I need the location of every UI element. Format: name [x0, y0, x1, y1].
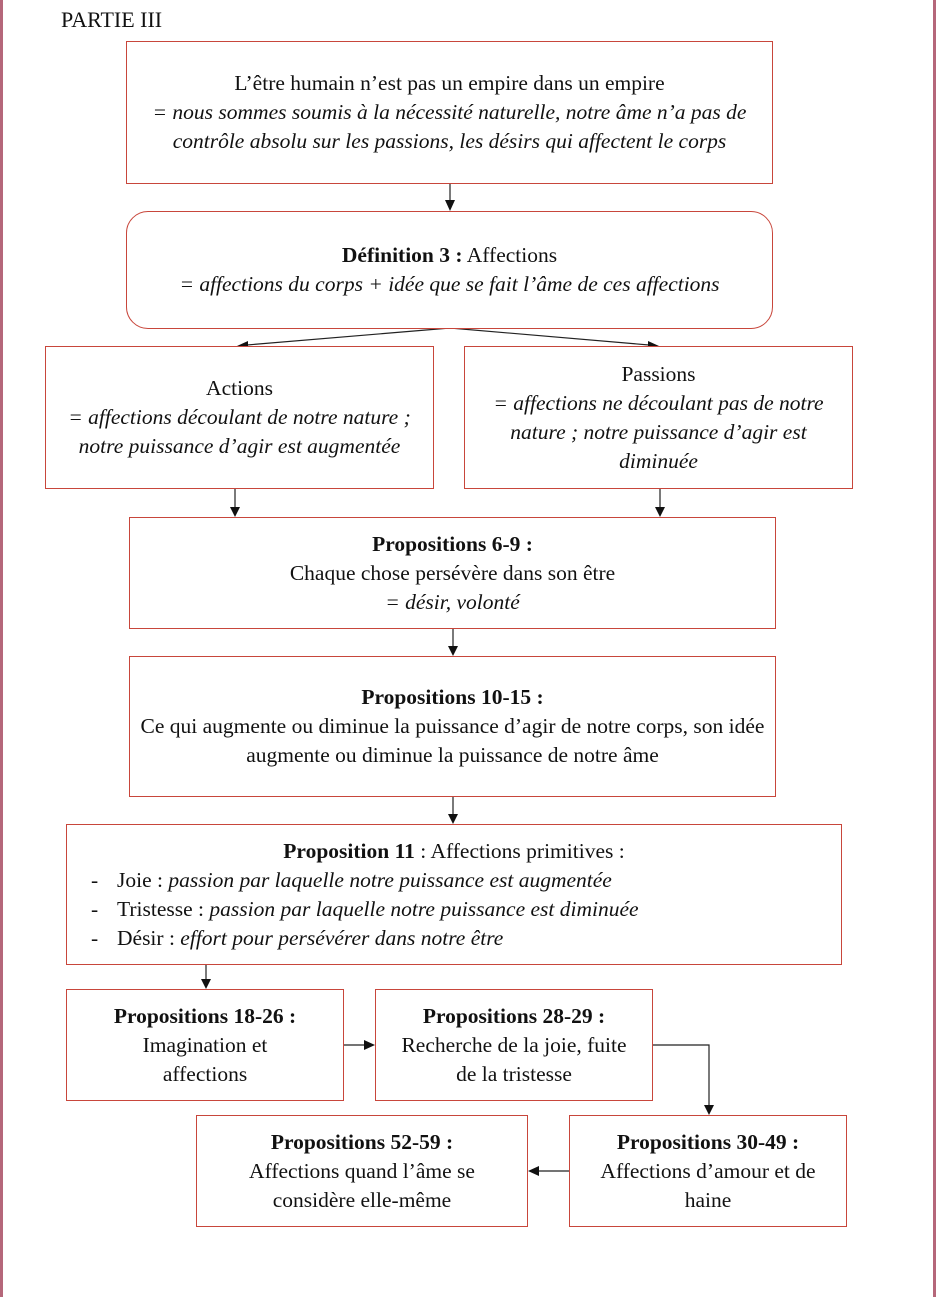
arrow-def3-to-actions: [246, 327, 451, 346]
box-propositions-30-49: Propositions 30-49 : Affections d’amour …: [569, 1115, 847, 1227]
arrowhead: [655, 507, 665, 517]
prop28-title: Propositions 28-29 :: [422, 1003, 606, 1028]
prop6-line1: Chaque chose persévère dans son être: [289, 560, 616, 585]
arrowhead: [230, 507, 240, 517]
def3-body: = affections du corps + idée que se fait…: [179, 272, 720, 296]
arrowhead: [448, 814, 458, 824]
item-label: Joie :: [117, 867, 169, 892]
box-propositions-6-9: Propositions 6-9 : Chaque chose persévèr…: [129, 517, 776, 629]
prop30-title: Propositions 30-49 :: [616, 1129, 800, 1154]
arrowhead: [704, 1105, 714, 1115]
passions-body: = affections ne découlant pas de notre n…: [493, 390, 824, 473]
arrowhead: [528, 1166, 539, 1176]
prop10-body: Ce qui augmente ou diminue la puissance …: [140, 714, 765, 767]
list-item: -Tristesse : passion par laquelle notre …: [91, 896, 639, 921]
item-desc: passion par laquelle notre puissance est…: [209, 896, 639, 921]
box-propositions-28-29: Propositions 28-29 : Recherche de la joi…: [375, 989, 653, 1101]
arrowhead: [448, 646, 458, 656]
arrowhead: [201, 979, 211, 989]
item-desc: passion par laquelle notre puissance est…: [168, 867, 612, 892]
arrowhead: [364, 1040, 375, 1050]
prop10-title: Propositions 10-15 :: [361, 685, 544, 709]
box-definition-3: Définition 3 : Affections = affections d…: [126, 211, 773, 329]
intro-line2: = nous sommes soumis à la nécessité natu…: [152, 100, 747, 153]
prop30-body: Affections d’amour et de haine: [600, 1158, 816, 1212]
box-proposition-11: Proposition 11 : Affections primitives :…: [66, 824, 842, 965]
arrow-prop28-to-prop30: [653, 1044, 710, 1106]
item-desc: effort pour persévérer dans notre être: [180, 925, 504, 950]
item-label: Désir :: [117, 925, 181, 950]
primitive-affections-list: -Joie : passion par laquelle notre puiss…: [77, 866, 831, 953]
prop52-title: Propositions 52-59 :: [270, 1129, 454, 1154]
actions-title: Actions: [206, 376, 273, 400]
part-title: PARTIE III: [61, 7, 163, 32]
passions-title: Passions: [621, 361, 696, 386]
arrowhead: [445, 200, 455, 211]
box-actions: Actions = affections découlant de notre …: [45, 346, 434, 489]
prop18-title: Propositions 18-26 :: [113, 1003, 297, 1028]
prop6-title: Propositions 6-9 :: [372, 531, 533, 556]
connector-arrows: [201, 184, 714, 1176]
list-item: -Joie : passion par laquelle notre puiss…: [91, 867, 612, 892]
box-intro: L’être humain n’est pas un empire dans u…: [126, 41, 773, 184]
list-item: -Désir : effort pour persévérer dans not…: [91, 925, 504, 950]
def3-title: Définition 3 :: [341, 243, 463, 267]
def3-title-rest: Affections: [462, 243, 558, 267]
arrow-def3-to-passions: [449, 327, 650, 346]
box-propositions-10-15: Propositions 10-15 : Ce qui augmente ou …: [129, 656, 776, 797]
box-passions: Passions = affections ne découlant pas d…: [464, 346, 853, 489]
box-propositions-52-59: Propositions 52-59 : Affections quand l’…: [196, 1115, 528, 1227]
prop11-title: Proposition 11: [283, 838, 415, 863]
prop52-body: Affections quand l’âme se considère elle…: [249, 1158, 475, 1212]
prop11-title-rest: : Affections primitives :: [414, 838, 625, 863]
prop18-body: Imagination et affections: [142, 1032, 268, 1086]
actions-body: = affections découlant de notre nature ;…: [68, 405, 411, 458]
prop28-body: Recherche de la joie, fuite de la triste…: [401, 1032, 627, 1086]
intro-line1: L’être humain n’est pas un empire dans u…: [234, 71, 665, 95]
box-propositions-18-26: Propositions 18-26 : Imagination et affe…: [66, 989, 344, 1101]
prop6-line2: = désir, volonté: [385, 589, 520, 614]
item-label: Tristesse :: [117, 896, 210, 921]
